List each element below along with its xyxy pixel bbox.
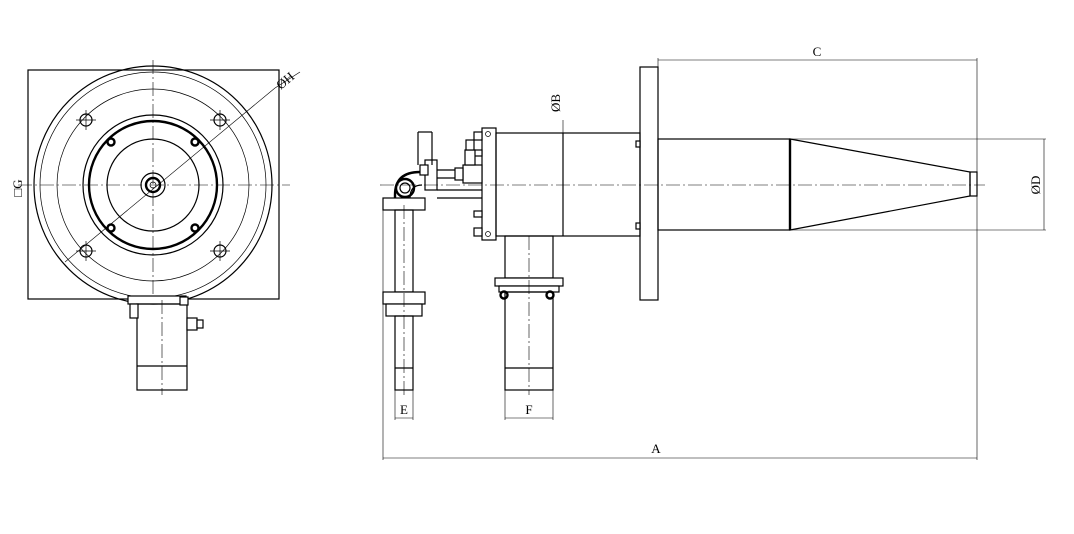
nozzle-cone xyxy=(789,138,971,231)
side-view xyxy=(380,58,1046,460)
inner-bolt-holes xyxy=(106,137,200,233)
label-h: ØH xyxy=(273,69,297,93)
label-f: F xyxy=(525,402,532,417)
mounting-flange xyxy=(639,66,659,301)
outer-bolt-holes xyxy=(76,110,230,261)
side-inlet-pipe-e xyxy=(382,131,433,420)
label-b: ØB xyxy=(548,94,563,112)
gas-fitting xyxy=(419,139,483,199)
main-body xyxy=(495,132,641,237)
front-inlet-pipe xyxy=(127,295,204,395)
front-view xyxy=(18,60,301,395)
label-g: □G xyxy=(10,179,25,196)
label-d: ØD xyxy=(1028,176,1043,195)
side-inlet-pipe-f xyxy=(494,235,564,420)
dim-h-leader xyxy=(64,87,276,263)
nozzle-tube xyxy=(657,138,791,231)
nozzle-tip xyxy=(969,171,978,197)
label-e: E xyxy=(400,402,408,417)
label-c: C xyxy=(813,44,822,59)
label-a: A xyxy=(651,441,661,456)
rear-flange xyxy=(481,127,497,241)
